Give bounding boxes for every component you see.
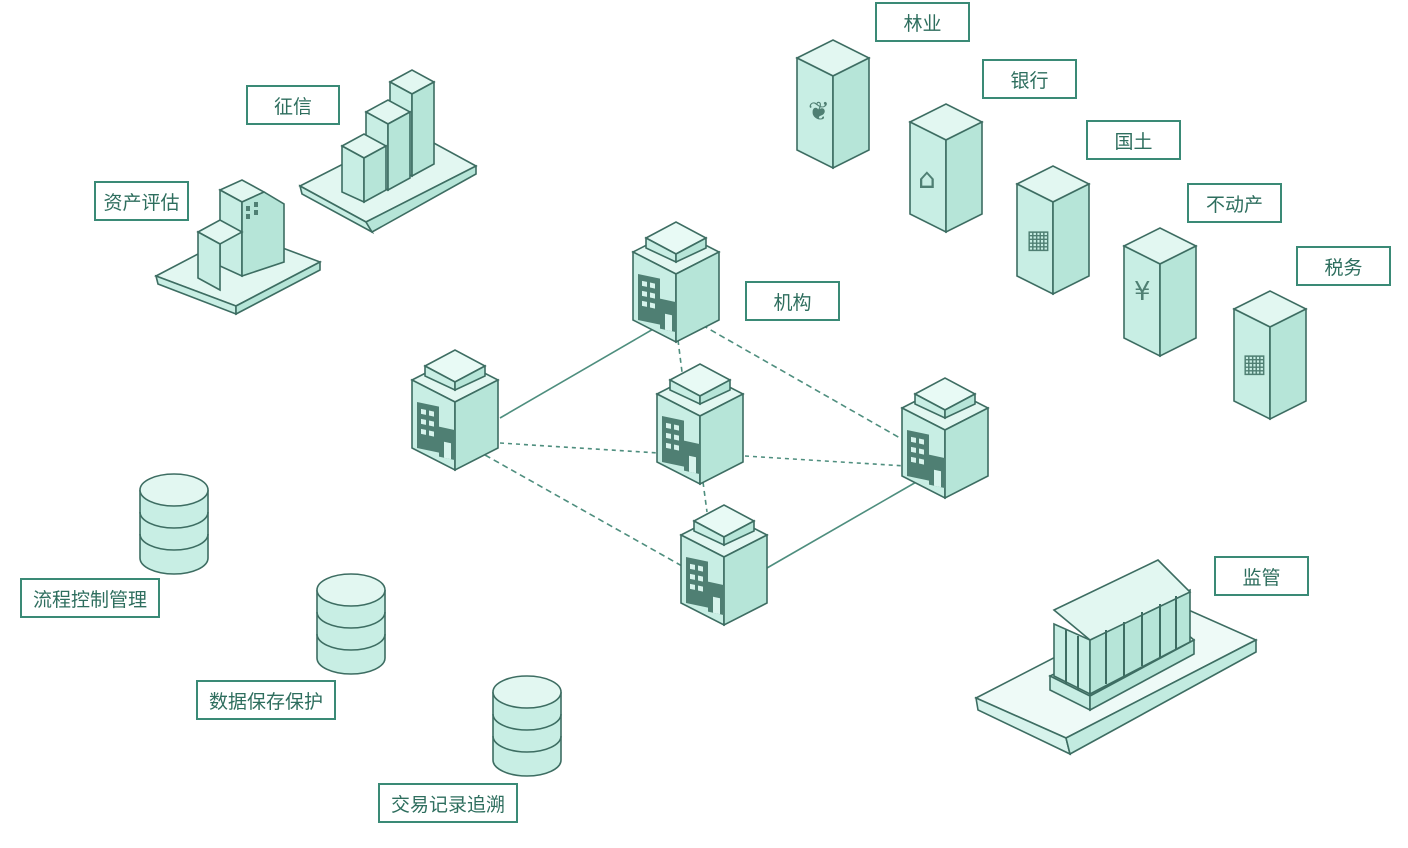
- institution-node-center: [657, 364, 743, 484]
- bank-building-icon: ⌂: [918, 162, 936, 195]
- forestry-label: 林业: [875, 2, 970, 42]
- tax-slab: ▦: [1233, 290, 1307, 420]
- bamboo-icon: ❦: [808, 97, 830, 127]
- land-label: 国土: [1086, 120, 1181, 160]
- trace-label: 交易记录追溯: [378, 783, 518, 823]
- edge-line: [499, 327, 656, 419]
- process-db-icon: [139, 473, 209, 575]
- edge-line: [499, 442, 659, 454]
- institution-node-top: [633, 222, 719, 342]
- credit-label: 征信: [246, 85, 340, 125]
- data-protection-label: 数据保存保护: [196, 680, 336, 720]
- network-edges: [484, 324, 919, 569]
- supervision-building: [974, 559, 1258, 756]
- real-estate-label: 不动产: [1187, 183, 1282, 223]
- edge-line: [744, 455, 906, 467]
- institution-node-left: [412, 350, 498, 470]
- tax-label: 税务: [1296, 246, 1391, 286]
- trace-db-icon: [492, 675, 562, 777]
- edge-line: [701, 324, 901, 439]
- office-building-icon: ▦: [1026, 225, 1051, 255]
- land-slab: ▦: [1016, 165, 1090, 295]
- process-control-label: 流程控制管理: [20, 578, 160, 618]
- asset-eval-label: 资产评估: [94, 181, 189, 221]
- edge-line: [702, 481, 708, 513]
- institution-label: 机构: [745, 281, 840, 321]
- credit-buildings: [298, 69, 478, 235]
- supervision-label: 监管: [1214, 556, 1309, 596]
- edge-line: [766, 480, 919, 569]
- protection-db-icon: [316, 573, 386, 675]
- forestry-slab: ❦: [796, 39, 870, 169]
- real-estate-slab: ¥: [1123, 227, 1197, 357]
- bank-label: 银行: [982, 59, 1077, 99]
- office-building-icon: ▦: [1242, 349, 1267, 379]
- institution-node-right: [902, 378, 988, 498]
- institution-node-bottom: [681, 505, 767, 625]
- asset-eval-buildings: [154, 179, 322, 316]
- yuan-coin-hand-icon: ¥: [1134, 277, 1151, 307]
- edge-line: [677, 339, 683, 373]
- edge-line: [484, 454, 683, 567]
- bank-slab: ⌂: [909, 103, 983, 233]
